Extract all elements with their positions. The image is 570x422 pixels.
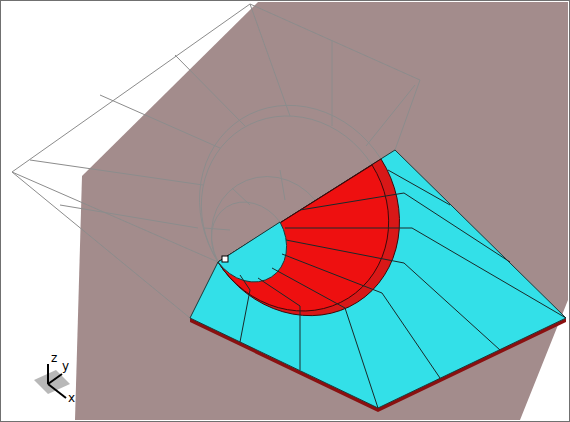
axis-label: x [68,392,75,404]
crack-region-band [218,159,399,316]
crack-region [218,165,389,311]
crack-tip-marker [222,256,228,262]
symmetry-plane [75,2,568,420]
crack-tip-region [218,222,287,282]
axis-label: y [62,360,69,372]
plate-mesh [240,170,566,408]
plate-surface [190,150,566,408]
axis-label: z [51,352,57,364]
